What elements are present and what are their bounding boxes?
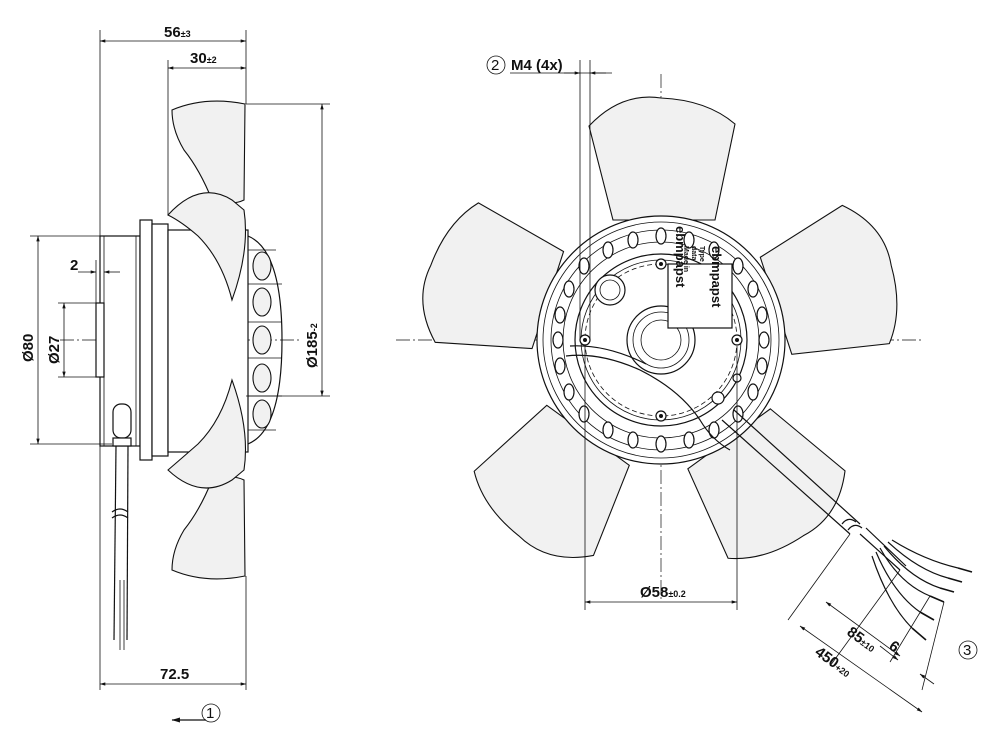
mounting-holes xyxy=(579,258,743,422)
dim-total-length: 72.5 xyxy=(160,666,189,683)
vent-slots xyxy=(552,227,770,453)
stamp-line-3: Made in xyxy=(682,246,689,272)
dim-strip-length: 85±10 xyxy=(844,623,880,655)
dim-hub-diameter: Ø80 xyxy=(20,334,37,362)
fan-blades-front xyxy=(407,96,916,581)
dim-depth-rotor: 30±2 xyxy=(190,50,217,67)
mounting-callout: 2 xyxy=(491,57,499,74)
stamp-line-2: data xyxy=(690,246,697,261)
dim-wire-end: 6 xyxy=(886,637,903,656)
cable-side xyxy=(111,403,132,650)
dim-bolt-circle: Ø58±0.2 xyxy=(640,584,686,601)
plug-hole xyxy=(594,274,626,306)
mounting-thread: M4 (4x) xyxy=(511,57,563,74)
shaft-boss xyxy=(95,302,105,378)
motor-ring xyxy=(139,219,153,461)
dim-depth-overall: 56±3 xyxy=(164,24,191,41)
stamp-line-1: Type xyxy=(698,246,705,262)
cable-front xyxy=(721,409,973,641)
side-view: 56±3 30±2 2 Ø80 Ø27 Ø185-2 xyxy=(20,24,330,723)
rotor-slots xyxy=(247,235,283,445)
brand-label: ebmpapst xyxy=(673,226,688,288)
dim-flange-step: 2 xyxy=(70,257,78,274)
rating-label: ebmpapst xyxy=(667,226,733,329)
dim-shaft-diameter: Ø27 xyxy=(46,336,63,364)
cable-callout: 3 xyxy=(963,642,971,659)
airflow-callout: 1 xyxy=(206,705,214,722)
fan-blades-side xyxy=(167,100,246,580)
ground-screw xyxy=(711,391,725,405)
dim-fan-diameter: Ø185-2 xyxy=(304,323,321,368)
brand-label-vertical: ebmpapst xyxy=(709,246,724,308)
front-view: ebmpapst ebmpapst Type data Made in xyxy=(396,55,978,713)
